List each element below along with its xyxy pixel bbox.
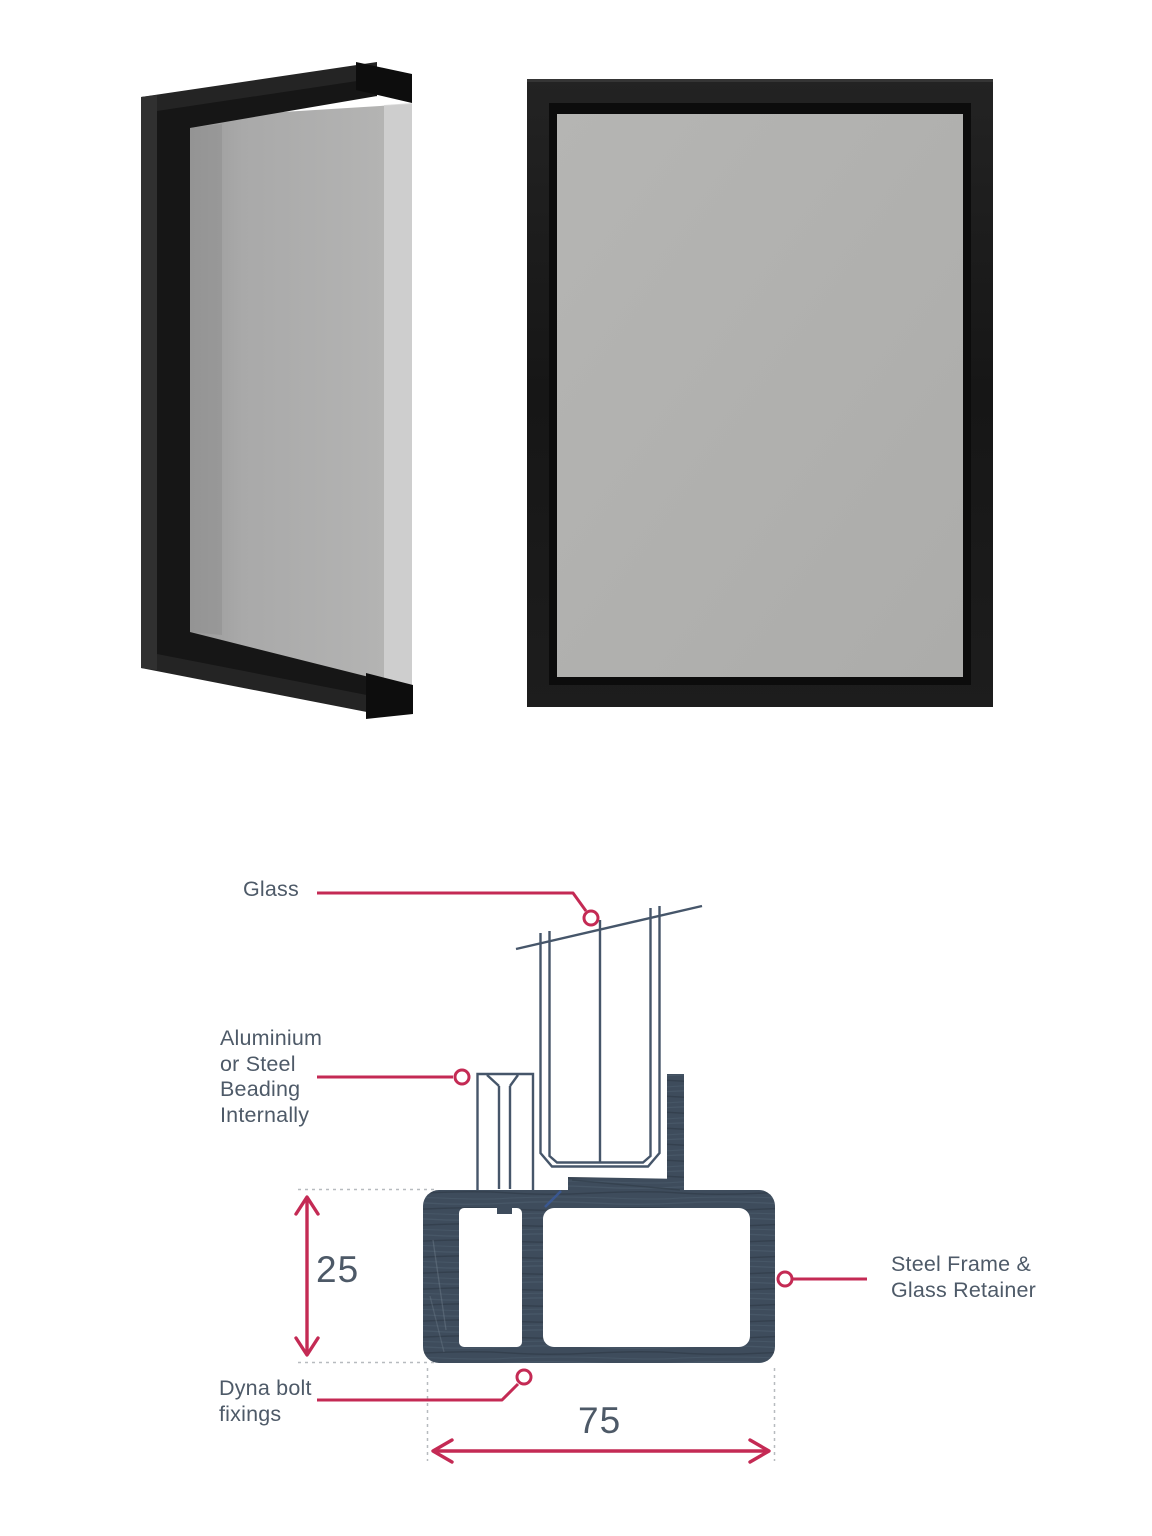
leader-lines [317,891,867,1402]
front-frame-top-highlight [527,79,993,82]
frame-right-cavity [543,1208,750,1347]
angled-foam-liner [157,78,377,697]
beading-label: Aluminium or Steel Beading Internally [220,1026,323,1127]
glass-unit [515,904,703,1168]
dimension-arrows [294,1195,771,1464]
angled-top-fin [356,62,412,103]
frame-sketch-scratch-2 [429,1295,445,1353]
dyna-bolt-leader [317,1382,520,1402]
window-render-front [527,79,993,707]
frame-left-cavity [459,1208,522,1347]
cross-section-diagram [294,891,867,1464]
height-dim-arrow-top [294,1195,320,1216]
beading-leader-dot [453,1068,471,1086]
beading-profile [476,1072,535,1190]
width-dim-arrow-left [431,1438,454,1464]
height-dimension-value: 25 [316,1249,360,1290]
dyna-bolt-label: Dyna bolt fixings [219,1376,312,1426]
dyna-bolt-leader-dot [515,1368,533,1386]
angled-bottom-fin [366,673,413,719]
width-dim-arrow-right [748,1438,771,1464]
window-render-angled [141,62,413,719]
angled-jamb-strip [190,124,222,635]
front-glass-pane [557,114,963,677]
width-dimension-value: 75 [578,1400,622,1441]
beading-outline [476,1072,535,1190]
web-blue-detail [544,1190,562,1208]
angled-glass-edge [384,103,412,702]
glass-leader-dot [582,909,600,927]
glass-break-line [515,904,703,951]
height-dim-arrow-bottom [294,1336,320,1357]
retainer-foot-sketch-line [571,1179,681,1191]
glass-retainer-upstand [667,1074,684,1192]
angled-glass-pane [186,104,412,700]
glass-leader [317,891,588,912]
retainer-leader-dot [776,1270,794,1288]
extension-lines [298,1188,776,1461]
glass-inner-outline [548,908,652,1164]
angled-frame-left-face [141,95,157,670]
frame-sketch-scratch-1 [432,1239,447,1331]
screw-tip [497,1205,512,1214]
frame-retainer-label: Steel Frame & Glass Retainer [891,1252,1036,1302]
glass-label: Glass [243,877,299,901]
screw-countersink [486,1074,519,1087]
glass-outer-outline [539,906,661,1168]
